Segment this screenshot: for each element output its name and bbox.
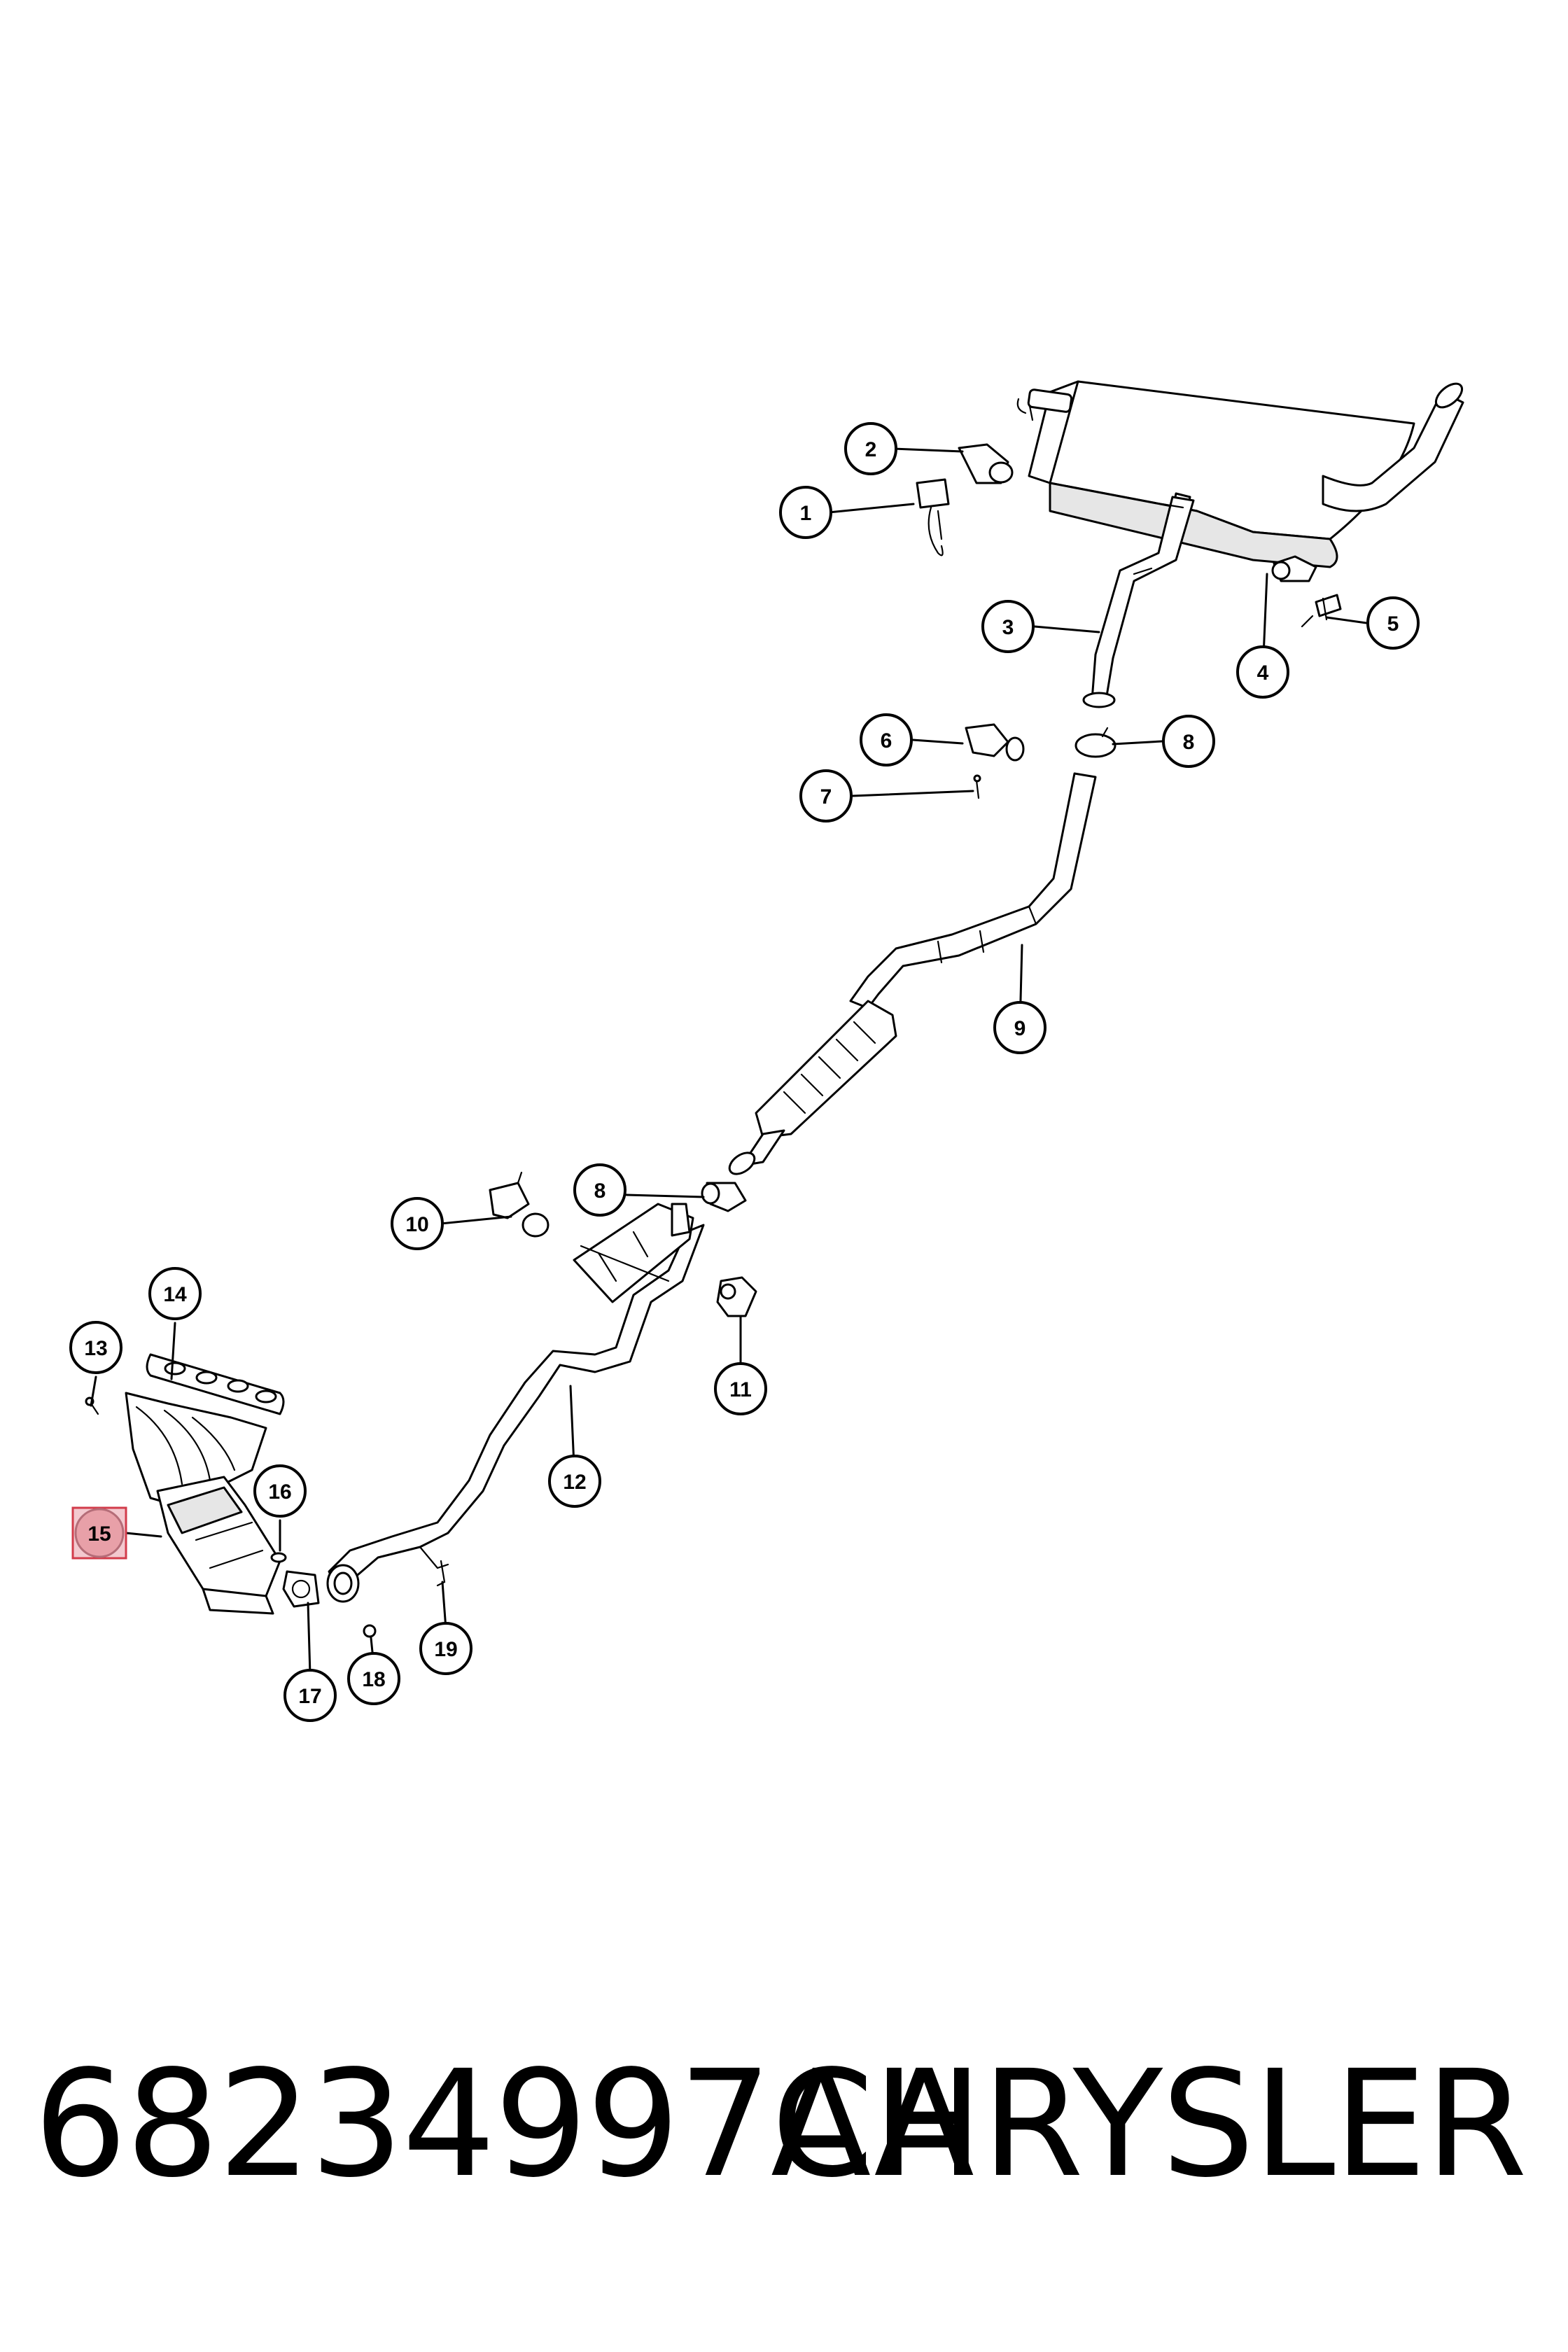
callout-14[interactable]: 14 (148, 1267, 202, 1320)
callout-15-label: 15 (88, 1522, 111, 1546)
callout-12-label: 12 (563, 1471, 586, 1494)
hanger-isolator-2 (958, 443, 1014, 484)
callout-19-label: 19 (434, 1638, 457, 1661)
rear-muffler (1016, 380, 1464, 568)
flange-gasket-17 (282, 1570, 320, 1608)
callout-2[interactable]: 2 (844, 422, 897, 475)
callout-16-label: 16 (268, 1480, 291, 1504)
bracket-19 (436, 1560, 446, 1587)
nut-18 (363, 1624, 377, 1638)
hanger-bracket-5 (1301, 594, 1342, 628)
callout-18-label: 18 (362, 1668, 385, 1691)
hanger-isolator-11 (716, 1276, 757, 1317)
bolt-7 (973, 774, 981, 799)
callout-4[interactable]: 4 (1236, 645, 1289, 699)
callout-10-label: 10 (405, 1213, 428, 1236)
callout-6[interactable]: 6 (860, 713, 913, 766)
callout-11-label: 11 (729, 1378, 752, 1401)
clamp-8-upper (1074, 727, 1116, 758)
callout-1-label: 1 (800, 502, 812, 525)
callout-13[interactable]: 13 (69, 1321, 122, 1374)
callout-8-lower-label: 8 (594, 1180, 606, 1203)
callout-1[interactable]: 1 (779, 486, 832, 539)
hanger-isolator-6 (965, 723, 1025, 762)
hanger-isolator-10 (489, 1171, 550, 1238)
manifold-gasket (146, 1353, 285, 1415)
callout-16[interactable]: 16 (253, 1464, 307, 1518)
callout-9-label: 9 (1014, 1017, 1026, 1040)
exhaust-manifold-converter (125, 1392, 281, 1615)
callout-8-upper-label: 8 (1183, 731, 1195, 754)
callout-3[interactable]: 3 (981, 600, 1035, 653)
hanger-isolator-4 (1271, 555, 1317, 582)
resonator-pipe (1082, 496, 1195, 708)
callout-18[interactable]: 18 (347, 1652, 400, 1705)
clamp-8-lower (701, 1182, 747, 1212)
callout-4-label: 4 (1257, 662, 1269, 685)
callout-9[interactable]: 9 (993, 1001, 1046, 1054)
callout-15-highlighted[interactable]: 15 (71, 1506, 127, 1560)
stud-16 (270, 1552, 287, 1563)
callout-5[interactable]: 5 (1366, 596, 1420, 650)
callout-13-label: 13 (84, 1337, 107, 1360)
callout-3-label: 3 (1002, 616, 1014, 639)
callout-11[interactable]: 11 (714, 1362, 767, 1415)
part-number: 68234997AA (34, 2038, 974, 2210)
callout-14-label: 14 (163, 1283, 187, 1306)
callout-8-lower[interactable]: 8 (573, 1163, 626, 1217)
callout-17[interactable]: 17 (284, 1669, 337, 1722)
callout-19[interactable]: 19 (419, 1622, 472, 1675)
intermediate-pipe (728, 772, 1097, 1175)
callout-12[interactable]: 12 (548, 1455, 601, 1508)
callout-17-label: 17 (298, 1685, 321, 1708)
callout-10[interactable]: 10 (391, 1197, 444, 1250)
callout-6-label: 6 (881, 729, 892, 752)
hanger-bracket-1 (916, 478, 950, 556)
callout-7-label: 7 (820, 785, 832, 808)
callout-7[interactable]: 7 (799, 769, 853, 822)
callout-8-upper[interactable]: 8 (1162, 715, 1215, 768)
brand-name: CHRYSLER (771, 2038, 1527, 2210)
front-pipe (326, 1203, 705, 1603)
callout-2-label: 2 (865, 438, 877, 461)
callout-5-label: 5 (1387, 612, 1399, 636)
